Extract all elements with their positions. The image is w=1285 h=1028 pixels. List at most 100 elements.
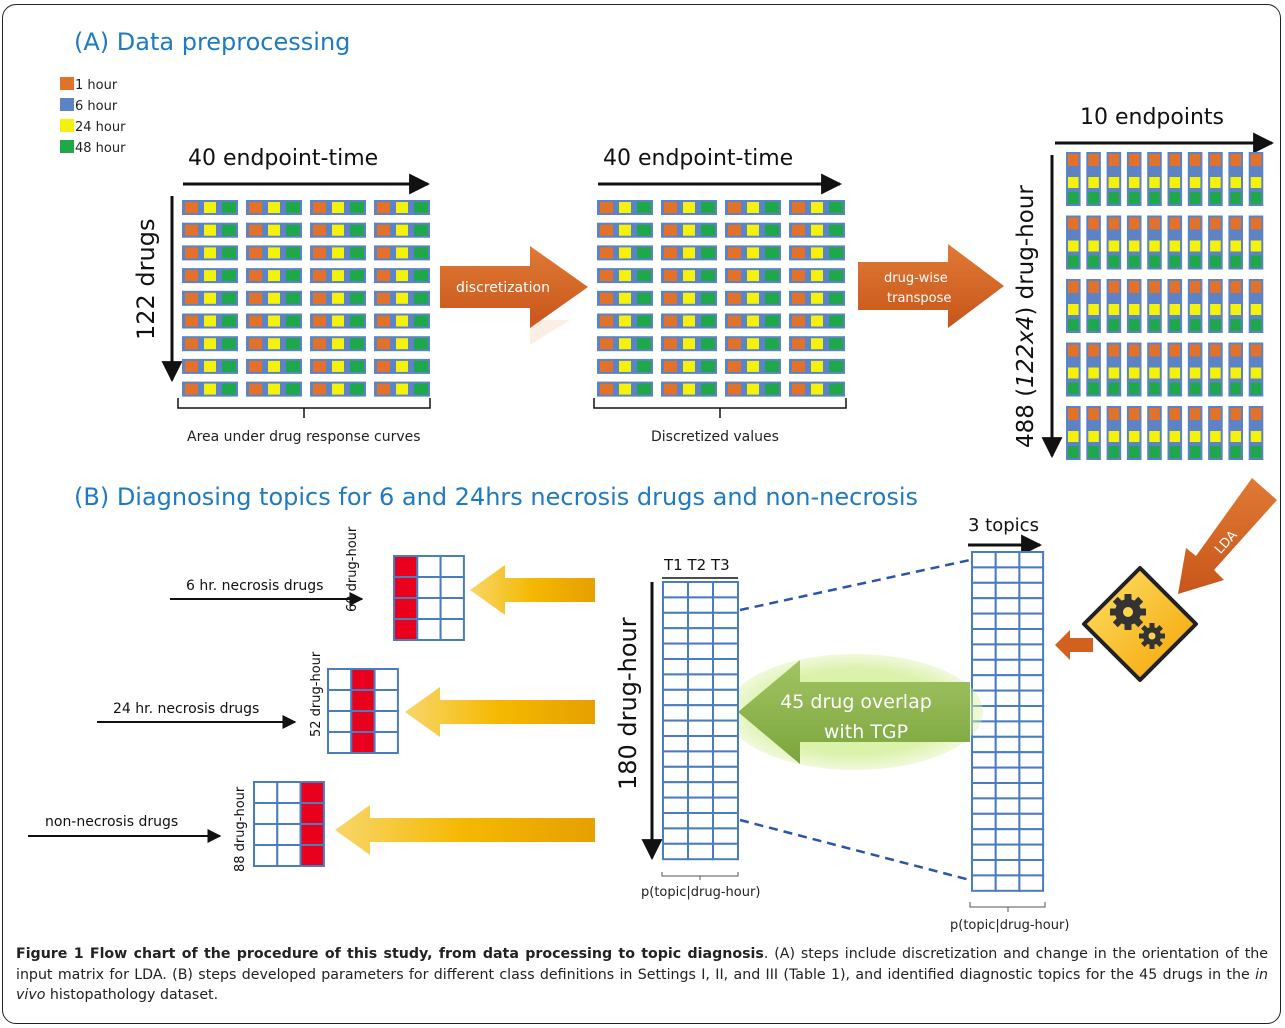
legend-swatch-6h (60, 98, 74, 111)
matrix1-bottom-label: Area under drug response curves (187, 429, 421, 445)
matrix-cell-1h (792, 360, 805, 372)
grid-cell (971, 674, 997, 692)
transposed-cell-1h (1169, 154, 1181, 166)
matrix-cell-48h (701, 202, 715, 213)
grid-cell (994, 689, 1021, 707)
transposed-cell-24h (1230, 177, 1241, 188)
transposed-cell-24h (1149, 177, 1160, 188)
matrix-cell-24h (332, 202, 344, 213)
matrix-cell-1h (185, 247, 198, 259)
transposed-cell-24h (1189, 240, 1201, 252)
group3-label: non-necrosis drugs (45, 814, 178, 830)
transposed-cell-1h (1068, 281, 1079, 293)
matrix-cell-1h (792, 338, 805, 350)
matrix-cell-48h (829, 360, 843, 372)
transposed-cell-24h (1108, 177, 1120, 188)
transposed-cell-24h (1169, 177, 1181, 188)
grid-cell (994, 766, 1021, 784)
transposed-cell-24h (1189, 367, 1201, 379)
matrix1-bracket (177, 398, 431, 418)
matrix-cell-48h (637, 292, 651, 304)
transposed-cell-1h (1088, 154, 1099, 166)
matrix-cell-48h (637, 315, 651, 327)
matrix-cell-48h (286, 383, 300, 395)
matrix-cell-24h (204, 202, 216, 213)
grid-cell (994, 843, 1021, 861)
transposed-cell-48h (1068, 319, 1079, 331)
grid-cell (994, 597, 1021, 615)
transposed-cell-1h (1149, 281, 1160, 293)
flow-chart-figure: (A) Data preprocessing (B) Diagnosing to… (28, 28, 1277, 933)
matrix-cell-48h (286, 202, 300, 213)
grid-cell-highlighted (350, 668, 376, 691)
matrix-cell-24h (619, 247, 631, 259)
matrix-cell-48h (765, 360, 779, 372)
matrix-cell-48h (765, 315, 779, 327)
transposed-cell-24h (1149, 240, 1160, 252)
grid-cell (971, 566, 997, 584)
grid-cell (971, 597, 997, 615)
matrix-cell-1h (792, 224, 805, 236)
matrix-cell-24h (268, 202, 280, 213)
matrix-cell-48h (829, 270, 843, 282)
grid-cell (994, 720, 1021, 738)
grid-cell-highlighted (350, 710, 376, 733)
transposed-cell-1h (1250, 217, 1262, 230)
matrix-cell-1h (249, 202, 262, 213)
grid-cell (994, 674, 1021, 692)
matrix-cell-1h (664, 315, 677, 327)
matrix-cell-48h (701, 247, 715, 259)
grid-cell (712, 596, 739, 614)
legend-swatch-24h (60, 119, 74, 132)
matrix-cell-1h (249, 383, 262, 395)
grid-cell (687, 611, 714, 630)
transposed-cell-1h (1108, 154, 1120, 166)
grid-cell (1018, 705, 1045, 723)
grid-non-necrosis (253, 781, 325, 867)
matrix-cell-1h (377, 360, 390, 372)
legend-label-24h: 24 hour (75, 120, 126, 135)
grid-cell (276, 823, 302, 846)
grid-cell (1018, 612, 1045, 630)
matrix-cell-48h (222, 270, 236, 282)
matrix-cell-1h (728, 247, 741, 259)
matrix-cell-24h (619, 338, 631, 350)
grid-cell (373, 731, 399, 754)
group1-label: 6 hr. necrosis drugs (186, 578, 323, 594)
grid-cell (373, 668, 399, 691)
grid-cell (971, 766, 997, 784)
matrix-cell-48h (222, 338, 236, 350)
matrix-cell-1h (313, 247, 326, 259)
matrix-cell-48h (414, 247, 428, 259)
transposed-cell-1h (1210, 217, 1221, 230)
panel-a-title: (A) Data preprocessing (74, 28, 350, 56)
grid-cell (253, 802, 279, 825)
matrix-cell-48h (765, 338, 779, 350)
grid-cell (712, 658, 739, 676)
grid-cell (687, 827, 714, 845)
matrix-cell-24h (396, 383, 408, 395)
transposed-cell-48h (1068, 255, 1079, 268)
matrix-cell-1h (600, 224, 613, 236)
transposed-cell-1h (1128, 408, 1140, 420)
grid-cell (994, 812, 1021, 831)
grid-cell (416, 576, 442, 599)
matrix-cell-48h (350, 247, 364, 259)
grid-cell (712, 781, 739, 799)
matrix-cell-48h (701, 315, 715, 327)
matrix-cell-24h (268, 383, 280, 395)
grid-cell (662, 642, 689, 660)
matrix-cell-24h (268, 292, 280, 304)
matrix-cell-48h (350, 338, 364, 350)
transposed-cell-48h (1128, 319, 1140, 331)
gold-arrow-6hr (470, 565, 595, 615)
matrix-cell-24h (747, 383, 759, 395)
matrix-cell-1h (185, 338, 198, 350)
transposed-cell-24h (1068, 304, 1079, 315)
grid-cell (712, 704, 739, 722)
matrix-cell-24h (396, 338, 408, 350)
matrix-cell-48h (414, 202, 428, 213)
matrix3-cells (1066, 152, 1264, 460)
transposed-cell-24h (1250, 240, 1262, 252)
matrix-cell-24h (396, 247, 408, 259)
